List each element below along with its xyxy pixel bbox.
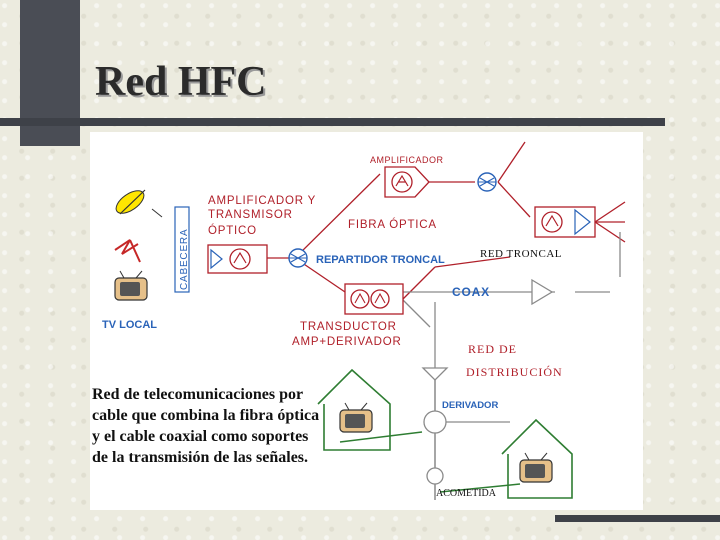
bottom-rule [555,515,720,522]
label-repartidor-troncal: REPARTIDOR TRONCAL [316,254,445,266]
label-amp-transmisor-1: AMPLIFICADOR Y [208,195,316,207]
transducer-amp [344,283,404,315]
amplifier-trunk [534,206,596,238]
antenna-icon [114,239,141,263]
house-icon-right [501,418,573,499]
label-acometida: ACOMETIDA [436,488,497,499]
hfc-diagram-svg: AMPLIFICADOR AMPLIFICADOR Y TRANSMISOR Ó… [102,141,626,500]
coax-amplifier [531,278,554,306]
trunk-splitter-upper [477,172,497,192]
house-icon-left [317,368,391,451]
label-amp-transmisor-2: TRANSMISOR [208,209,293,221]
amplifier-top [384,166,430,198]
label-coax: COAX [452,285,490,299]
label-derivador: DERIVADOR [442,400,498,411]
tv-icon-local [114,270,148,301]
drop-acometida [426,467,444,485]
slide-title: Red HFC [95,59,267,105]
slide-caption: Red de telecomunicaciones por cable que … [92,386,320,466]
title-rule [0,118,665,126]
label-transductor-1: TRANSDUCTOR [300,321,397,333]
label-amplificador: AMPLIFICADOR [370,155,444,165]
label-amp-transmisor-3: ÓPTICO [208,224,257,237]
label-tv-local: TV LOCAL [102,319,157,331]
tap-derivador [423,410,447,434]
coax-lines [399,232,621,500]
label-fibra-optica: FIBRA ÓPTICA [348,218,437,231]
drop-lines [339,431,521,493]
satellite-dish-icon [115,189,163,218]
label-red-distribucion-1: RED DE [468,342,517,356]
fiber-lines [267,141,626,308]
trunk-splitter-main [288,248,308,268]
hfc-diagram: AMPLIFICADOR AMPLIFICADOR Y TRANSMISOR Ó… [90,132,643,510]
label-red-distribucion-2: DISTRIBUCIÓN [466,365,563,379]
optical-transmitter [207,244,268,274]
distribution-amplifier [421,367,449,381]
label-red-troncal: RED TRONCAL [480,248,562,260]
label-transductor-2: AMP+DERIVADOR [292,336,402,348]
head-end-bracket [174,206,190,293]
label-cabecera: CABECERA [179,229,190,290]
